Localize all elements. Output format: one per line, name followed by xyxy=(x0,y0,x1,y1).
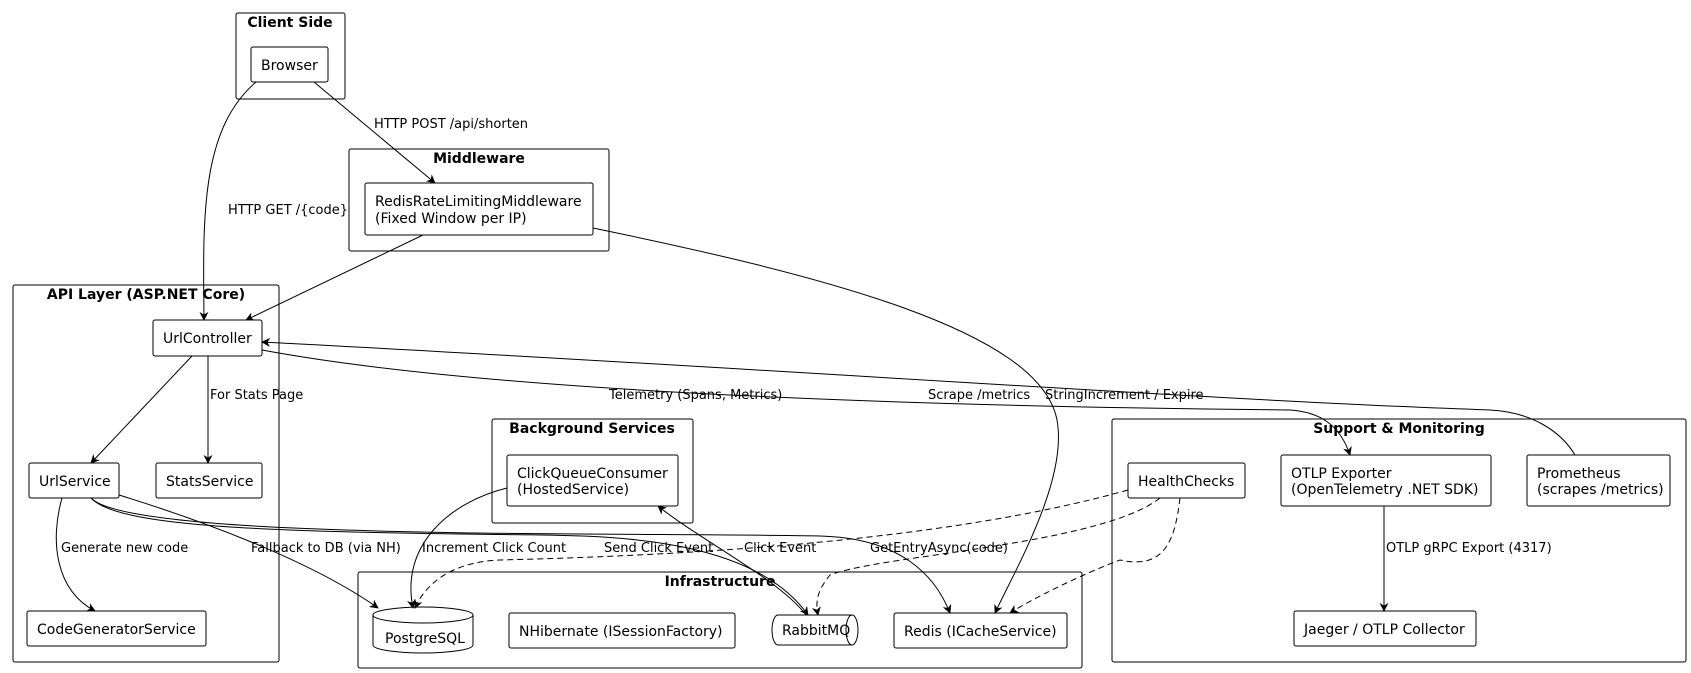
frame-infrastructure-title: Infrastructure xyxy=(665,574,776,590)
edge-middleware-to-controller xyxy=(245,234,424,321)
node-browser: Browser xyxy=(250,46,329,83)
node-click-queue-consumer-line2: (HostedService) xyxy=(517,482,629,498)
node-health-checks: HealthChecks xyxy=(1127,462,1246,499)
node-postgresql-label: PostgreSQL xyxy=(385,631,465,647)
node-stats-service: StatsService xyxy=(155,462,263,499)
node-redis-label: Redis (ICacheService) xyxy=(904,624,1057,640)
frame-api-layer-title: API Layer (ASP.NET Core) xyxy=(47,287,245,303)
edge-label-http-post: HTTP POST /api/shorten xyxy=(374,117,528,132)
node-url-service-label: UrlService xyxy=(39,474,111,490)
edge-label-string-increment: StringIncrement / Expire xyxy=(1045,388,1204,403)
node-code-generator-service: CodeGeneratorService xyxy=(26,610,207,647)
node-rate-limiting-middleware-line1: RedisRateLimitingMiddleware xyxy=(375,194,582,210)
edge-urlservice-to-codegenerator xyxy=(55,497,96,612)
node-stats-service-label: StatsService xyxy=(166,474,253,490)
frame-middleware-title: Middleware xyxy=(433,151,525,167)
edge-label-fallback-db: Fallback to DB (via NH) xyxy=(251,541,401,556)
node-rate-limiting-middleware-line2: (Fixed Window per IP) xyxy=(375,211,527,227)
node-otlp-exporter: OTLP Exporter (OpenTelemetry .NET SDK) xyxy=(1280,454,1492,507)
node-nhibernate: NHibernate (ISessionFactory) xyxy=(508,612,736,649)
edge-label-telemetry: Telemetry (Spans, Metrics) xyxy=(608,388,782,403)
node-browser-label: Browser xyxy=(261,58,318,74)
edge-rabbitmq-to-consumer xyxy=(657,505,807,616)
edge-label-http-get: HTTP GET /{code} xyxy=(228,203,348,218)
edge-healthchecks-to-rabbitmq xyxy=(812,497,1161,616)
edge-healthchecks-to-redis xyxy=(1009,497,1181,614)
edge-label-otlp-grpc: OTLP gRPC Export (4317) xyxy=(1386,541,1552,556)
edge-label-generate-code: Generate new code xyxy=(61,541,188,556)
frame-client-side-title: Client Side xyxy=(247,15,332,31)
edge-consumer-to-postgresql xyxy=(406,487,508,609)
edge-browser-to-middleware xyxy=(313,81,436,184)
node-url-controller: UrlController xyxy=(152,319,263,357)
node-postgresql-database: PostgreSQL xyxy=(372,606,474,654)
edge-label-click-event: Click Event xyxy=(744,541,816,556)
node-url-service: UrlService xyxy=(28,462,120,499)
frame-api-layer: API Layer (ASP.NET Core) xyxy=(12,284,280,663)
edge-browser-to-controller xyxy=(199,81,257,321)
node-otlp-exporter-line1: OTLP Exporter xyxy=(1291,466,1392,482)
node-prometheus-line2: (scrapes /metrics) xyxy=(1537,482,1664,498)
edge-label-send-click: Send Click Event xyxy=(604,541,713,556)
edge-label-increment-click: Increment Click Count xyxy=(422,541,566,556)
node-rabbitmq-queue: RabbitMQ xyxy=(771,614,859,646)
edge-label-get-entry: GetEntryAsync(code) xyxy=(870,541,1008,556)
frame-background-services-title: Background Services xyxy=(509,421,675,437)
edge-prometheus-to-controller xyxy=(261,337,1576,456)
node-click-queue-consumer-line1: ClickQueueConsumer xyxy=(517,466,668,482)
edge-urlservice-to-rabbitmq xyxy=(90,497,809,616)
node-code-generator-service-label: CodeGeneratorService xyxy=(37,622,196,638)
edge-healthchecks-to-postgresql xyxy=(414,489,1129,609)
node-rate-limiting-middleware: RedisRateLimitingMiddleware (Fixed Windo… xyxy=(364,182,594,236)
edge-middleware-to-redis xyxy=(592,227,1059,614)
edge-label-for-stats: For Stats Page xyxy=(210,388,303,403)
edge-controller-to-otlp xyxy=(261,349,1352,456)
node-nhibernate-label: NHibernate (ISessionFactory) xyxy=(519,624,723,640)
frame-support-monitoring-title: Support & Monitoring xyxy=(1313,421,1485,437)
node-health-checks-label: HealthChecks xyxy=(1138,474,1234,490)
node-otlp-exporter-line2: (OpenTelemetry .NET SDK) xyxy=(1291,482,1478,498)
node-rabbitmq-label: RabbitMQ xyxy=(782,623,850,639)
node-prometheus: Prometheus (scrapes /metrics) xyxy=(1526,454,1671,507)
node-jaeger-collector: Jaeger / OTLP Collector xyxy=(1293,610,1477,647)
edge-controller-to-urlservice xyxy=(90,355,193,464)
node-url-controller-label: UrlController xyxy=(163,331,252,347)
node-redis-cache: Redis (ICacheService) xyxy=(893,612,1068,649)
edge-urlservice-to-redis xyxy=(90,497,952,614)
node-jaeger-collector-label: Jaeger / OTLP Collector xyxy=(1303,622,1465,638)
edge-label-scrape: Scrape /metrics xyxy=(928,388,1030,403)
node-prometheus-line1: Prometheus xyxy=(1537,466,1621,482)
node-click-queue-consumer: ClickQueueConsumer (HostedService) xyxy=(506,454,679,507)
edge-urlservice-to-postgresql xyxy=(118,494,379,609)
